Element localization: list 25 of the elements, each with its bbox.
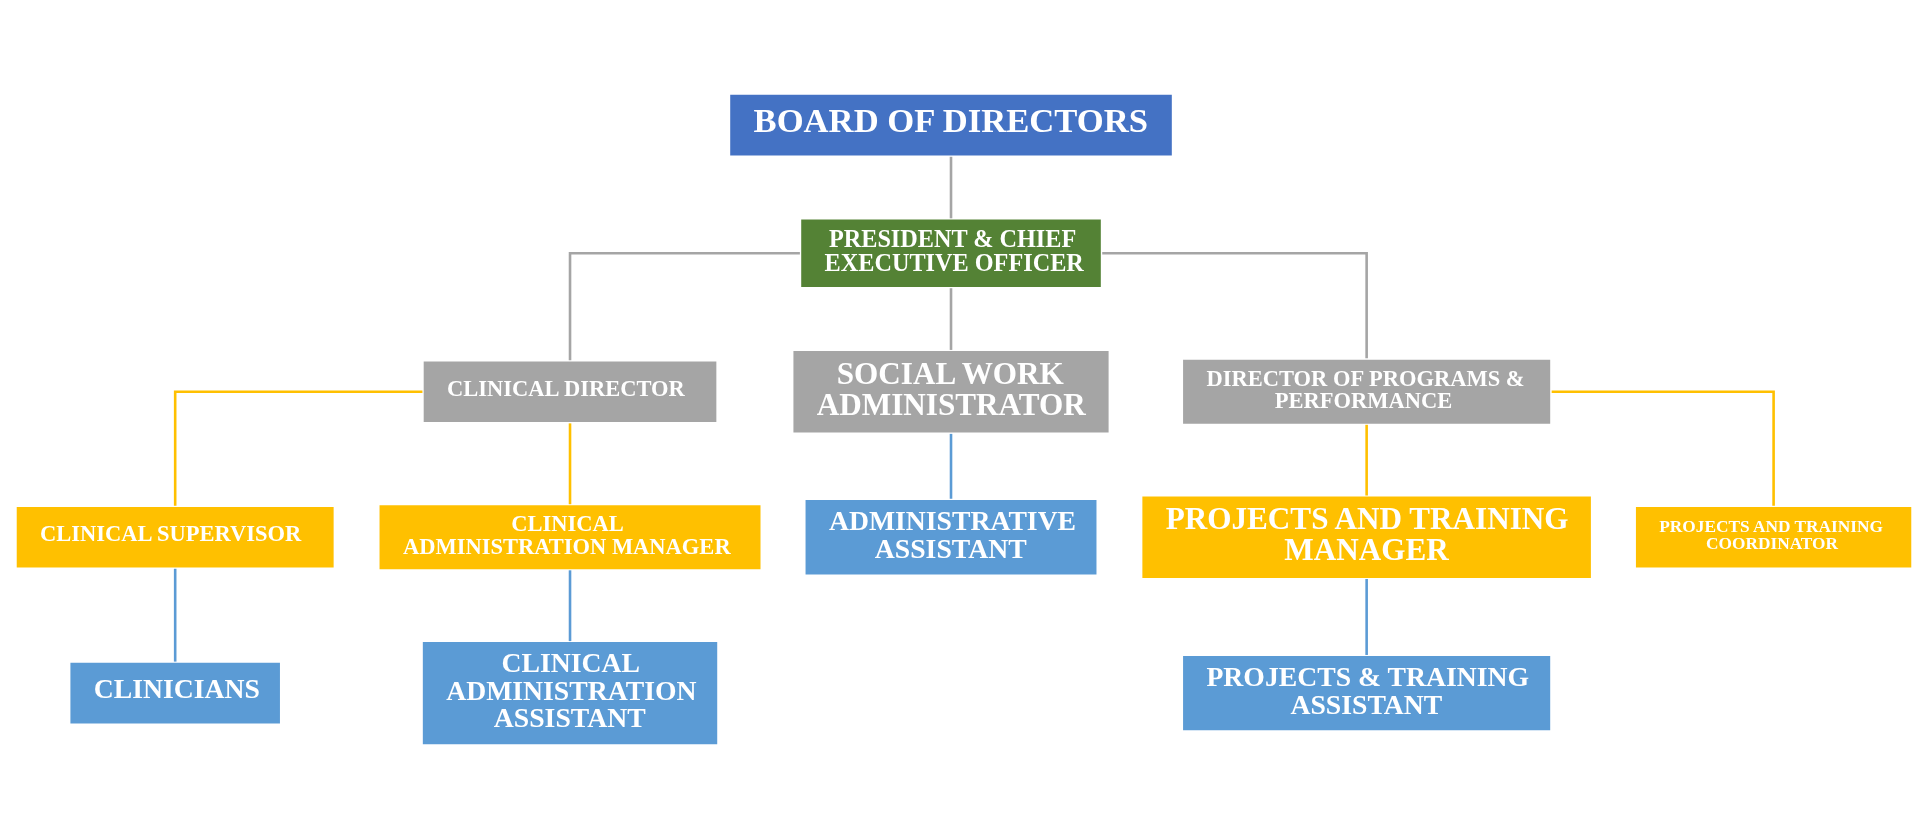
connector: [1102, 251, 1368, 358]
node-box: PRESIDENT & CHIEF EXECUTIVE OFFICER: [799, 217, 1103, 289]
connector: [949, 156, 953, 218]
connector: [1365, 578, 1368, 655]
node-box: CLINICAL DIRECTOR: [421, 359, 719, 424]
connector: [949, 433, 953, 499]
node-box: BOARD OF DIRECTORS: [728, 92, 1174, 157]
connector: [1365, 424, 1368, 495]
connector: [949, 287, 953, 350]
connector: [173, 390, 423, 506]
node-box: CLINICIANS: [68, 660, 282, 725]
node-box: DIRECTOR OF PROGRAMS & PERFORMANCE: [1181, 357, 1552, 426]
connector: [568, 251, 800, 360]
connector: [173, 568, 177, 662]
connector: [1551, 390, 1775, 506]
node-box: PROJECTS AND TRAINING COORDINATOR: [1634, 504, 1913, 569]
node-box: SOCIAL WORK ADMINISTRATOR: [791, 348, 1111, 434]
node-box: CLINICAL ADMINISTRATION ASSISTANT: [421, 639, 719, 746]
node-box: PROJECTS & TRAINING ASSISTANT: [1181, 653, 1552, 732]
node-box: CLINICAL ADMINISTRATION MANAGER: [377, 503, 763, 571]
node-box: CLINICAL SUPERVISOR: [15, 504, 336, 569]
node-box: PROJECTS AND TRAINING MANAGER: [1140, 494, 1593, 580]
node-box: ADMINISTRATIVE ASSISTANT: [803, 497, 1099, 576]
connector: [568, 569, 572, 641]
connector: [568, 422, 572, 504]
